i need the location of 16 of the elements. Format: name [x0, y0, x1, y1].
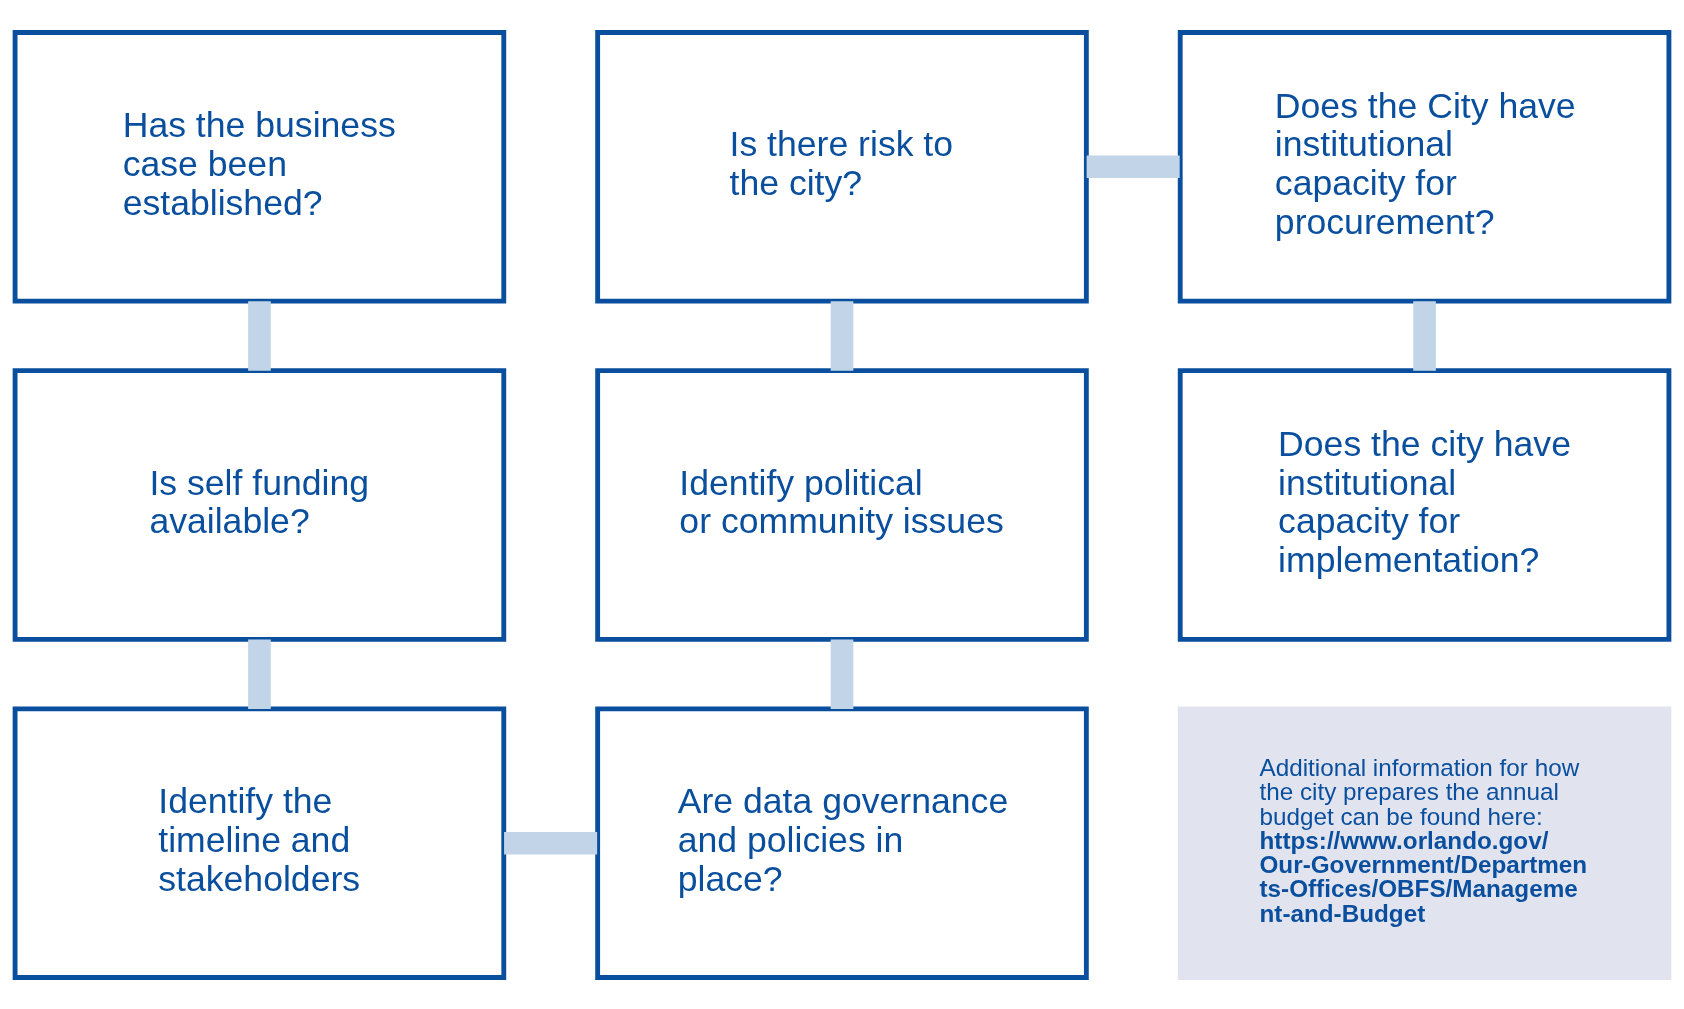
- connector: [1413, 300, 1436, 371]
- connector: [830, 639, 854, 709]
- connector: [1086, 154, 1180, 178]
- node-box: Identify the timeline and stakeholders: [12, 705, 507, 980]
- node-box: Does the city have institutional capacity for implementation?: [1177, 367, 1672, 642]
- connector: [248, 639, 271, 709]
- connector: [830, 300, 854, 371]
- node-box: Does the City have institutional capacity for procurement?: [1177, 29, 1672, 304]
- node-box: Additional information for how the city prepares the annual budget can be found here: https://www.orlando.gov/Our-Government/Departments-Offices/OBFS/Management-and-Budget: [1177, 705, 1672, 980]
- node-box: Has the business case been established?: [12, 29, 507, 304]
- node-box: Is there risk to the city?: [595, 29, 1089, 304]
- connector: [248, 300, 271, 371]
- node-box: Identify political or community issues: [595, 367, 1089, 642]
- connector: [504, 831, 598, 855]
- node-box: Is self funding available?: [12, 367, 507, 642]
- node-box: Are data governance and policies in place?: [595, 705, 1089, 980]
